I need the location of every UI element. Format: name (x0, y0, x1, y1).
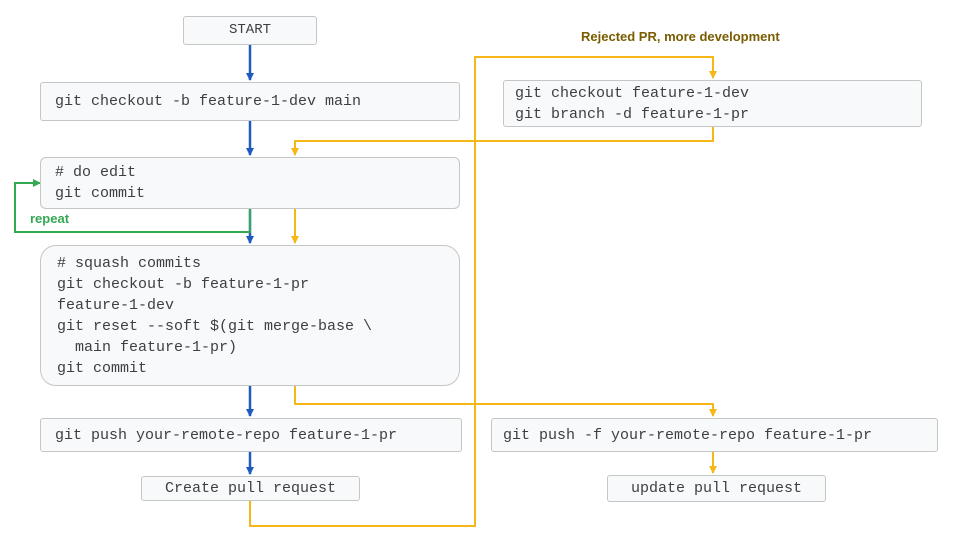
node-line: update pull request (630, 480, 803, 497)
start-node: START (183, 16, 317, 45)
start-label: START (228, 22, 271, 38)
edit-commit-node: # do edit git commit (40, 157, 460, 209)
node-line: Create pull request (164, 480, 337, 497)
node-line: # do edit (55, 164, 137, 181)
node-line: git commit (57, 359, 148, 377)
node-line: git branch -d feature-1-pr (515, 105, 750, 123)
node-line: feature-1-dev (57, 296, 175, 314)
checkout-dev-node: git checkout -b feature-1-dev main (40, 82, 460, 121)
connector-rejected-to-edit (291, 127, 714, 156)
node-line: # squash commits (57, 254, 202, 272)
create-pr-node: Create pull request (141, 476, 360, 501)
node-line: git reset --soft $(git merge-base \ (57, 317, 373, 335)
reject-checkout-node: git checkout feature-1-dev git branch -d… (503, 80, 922, 127)
node-line: main feature-1-pr) (57, 338, 238, 356)
node-line: git commit (55, 185, 146, 202)
node-line: git push your-remote-repo feature-1-pr (55, 426, 398, 444)
rejected-pr-label: Rejected PR, more development (581, 29, 780, 44)
node-line: git checkout -b feature-1-pr (57, 275, 310, 293)
node-line: git checkout -b feature-1-dev main (55, 93, 362, 110)
node-line: git checkout feature-1-dev (515, 84, 750, 102)
connector-create-pr-to-rejected (249, 56, 717, 527)
squash-node: # squash commits git checkout -b feature… (40, 245, 460, 386)
node-line: git push -f your-remote-repo feature-1-p… (503, 426, 873, 444)
repeat-loop-connector (14, 179, 251, 233)
force-push-node: git push -f your-remote-repo feature-1-p… (491, 418, 938, 452)
connector-squash-to-force-push (294, 386, 717, 417)
repeat-label: repeat (30, 211, 70, 226)
update-pr-node: update pull request (607, 475, 826, 502)
push-node: git push your-remote-repo feature-1-pr (40, 418, 462, 452)
